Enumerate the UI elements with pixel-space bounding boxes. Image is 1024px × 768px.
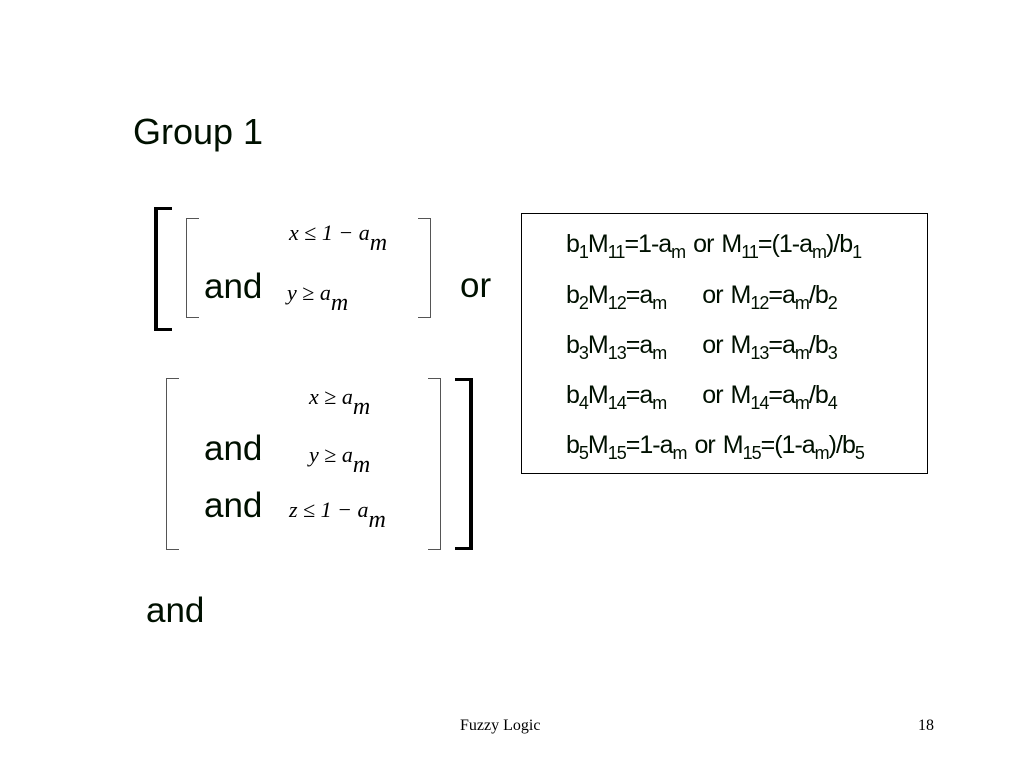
block2-condition-2: y ≥ am — [309, 442, 370, 478]
condition-subscript: m — [352, 452, 371, 478]
condition-variable: x — [289, 220, 299, 245]
page-number: 18 — [918, 717, 934, 734]
block2-condition-1: x ≥ am — [309, 384, 370, 420]
condition-variable: z — [289, 497, 298, 522]
block2-and-connector-2: and — [204, 486, 263, 525]
condition-rhs: a — [319, 280, 331, 305]
or-connector: or — [460, 266, 492, 305]
condition-operator: ≤ — [303, 497, 316, 522]
block1-and-connector: and — [204, 267, 263, 306]
condition-operator: ≥ — [324, 384, 337, 409]
condition-operator: ≥ — [302, 280, 315, 305]
condition-operator: ≥ — [324, 442, 337, 467]
outer-left-bracket — [154, 207, 172, 331]
condition-rhs: 1 − a — [321, 220, 370, 245]
condition-variable: y — [309, 442, 319, 467]
condition-subscript: m — [330, 290, 349, 316]
block1-right-bracket — [418, 218, 431, 318]
condition-variable: y — [287, 280, 297, 305]
block2-right-bracket — [428, 378, 441, 550]
condition-variable: x — [309, 384, 319, 409]
block1-condition-2: y ≥ am — [287, 280, 348, 316]
bottom-and-connector: and — [146, 591, 205, 630]
block2-condition-3: z ≤ 1 − am — [289, 497, 386, 533]
condition-subscript: m — [369, 230, 388, 256]
block2-and-connector-1: and — [204, 429, 263, 468]
slide-title: Group 1 — [133, 111, 264, 152]
condition-rhs: a — [341, 442, 353, 467]
condition-rhs: 1 − a — [320, 497, 369, 522]
footer-title: Fuzzy Logic — [460, 717, 541, 734]
condition-operator: ≤ — [304, 220, 317, 245]
block2-left-bracket — [166, 378, 179, 550]
condition-subscript: m — [352, 394, 371, 420]
condition-subscript: m — [368, 507, 386, 533]
block1-condition-1: x ≤ 1 − am — [289, 220, 387, 256]
condition-rhs: a — [341, 384, 353, 409]
block1-left-bracket — [186, 218, 199, 318]
outer-right-bracket — [455, 378, 473, 550]
